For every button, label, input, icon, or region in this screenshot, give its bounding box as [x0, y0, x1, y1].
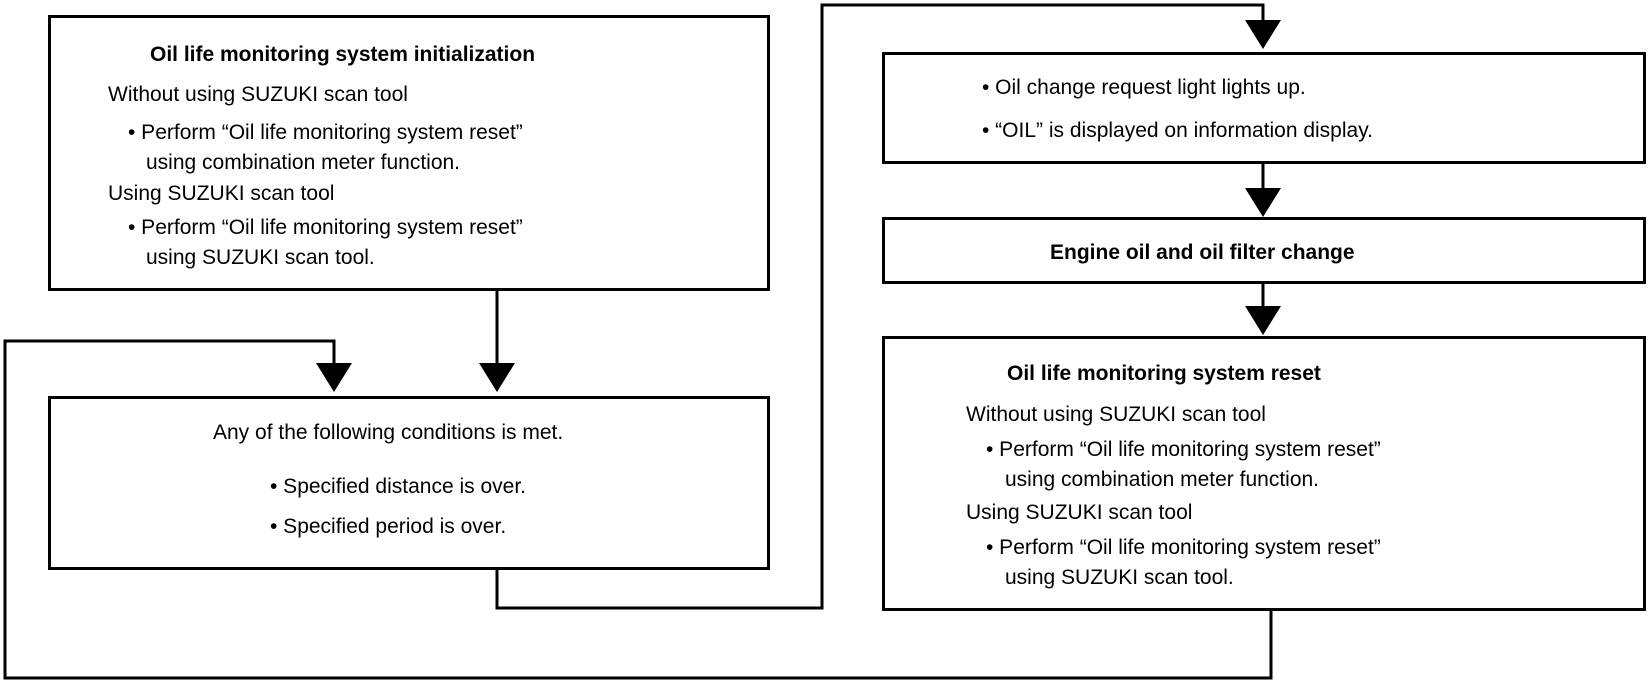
arrowhead-into-reset	[1245, 306, 1281, 335]
initialization-with-tool-label: Using SUZUKI scan tool	[108, 182, 335, 205]
arrowhead-into-conditions-right	[479, 363, 515, 392]
reset-without-tool-step-line2: using combination meter function.	[1005, 468, 1320, 491]
reset-without-tool-label: Without using SUZUKI scan tool	[966, 403, 1266, 426]
conditions-box	[48, 396, 770, 570]
oil-change-indicator-box	[882, 52, 1646, 164]
indicator-item-display: • “OIL” is displayed on information disp…	[982, 119, 1373, 142]
initialization-with-tool-step-line1: • Perform “Oil life monitoring system re…	[128, 216, 523, 239]
reset-with-tool-step-line2: using SUZUKI scan tool.	[1005, 566, 1234, 589]
arrowhead-into-conditions-left	[316, 363, 352, 392]
conditions-item-distance: • Specified distance is over.	[270, 475, 526, 498]
oil-filter-change-label: Engine oil and oil filter change	[1050, 241, 1355, 264]
conditions-item-period: • Specified period is over.	[270, 515, 507, 538]
initialization-box	[48, 15, 770, 291]
initialization-without-tool-step-line2: using combination meter function.	[146, 151, 461, 174]
indicator-item-light: • Oil change request light lights up.	[982, 76, 1306, 99]
reset-title: Oil life monitoring system reset	[1007, 362, 1321, 385]
initialization-without-tool-step-line1: • Perform “Oil life monitoring system re…	[128, 121, 523, 144]
initialization-without-tool-label: Without using SUZUKI scan tool	[108, 83, 408, 106]
reset-without-tool-step-line1: • Perform “Oil life monitoring system re…	[986, 438, 1381, 461]
arrowhead-into-change	[1245, 188, 1281, 217]
connector-conditions-to-indicator	[495, 3, 1265, 610]
conditions-heading: Any of the following conditions is met.	[213, 421, 564, 444]
reset-with-tool-step-line1: • Perform “Oil life monitoring system re…	[986, 536, 1381, 559]
arrowhead-into-indicator	[1245, 20, 1281, 49]
reset-with-tool-label: Using SUZUKI scan tool	[966, 501, 1193, 524]
oil-filter-change-box	[882, 217, 1646, 284]
initialization-with-tool-step-line2: using SUZUKI scan tool.	[146, 246, 375, 269]
reset-box	[882, 336, 1646, 611]
initialization-title: Oil life monitoring system initializatio…	[150, 43, 536, 66]
connector-reset-loop-back	[3, 339, 1273, 680]
